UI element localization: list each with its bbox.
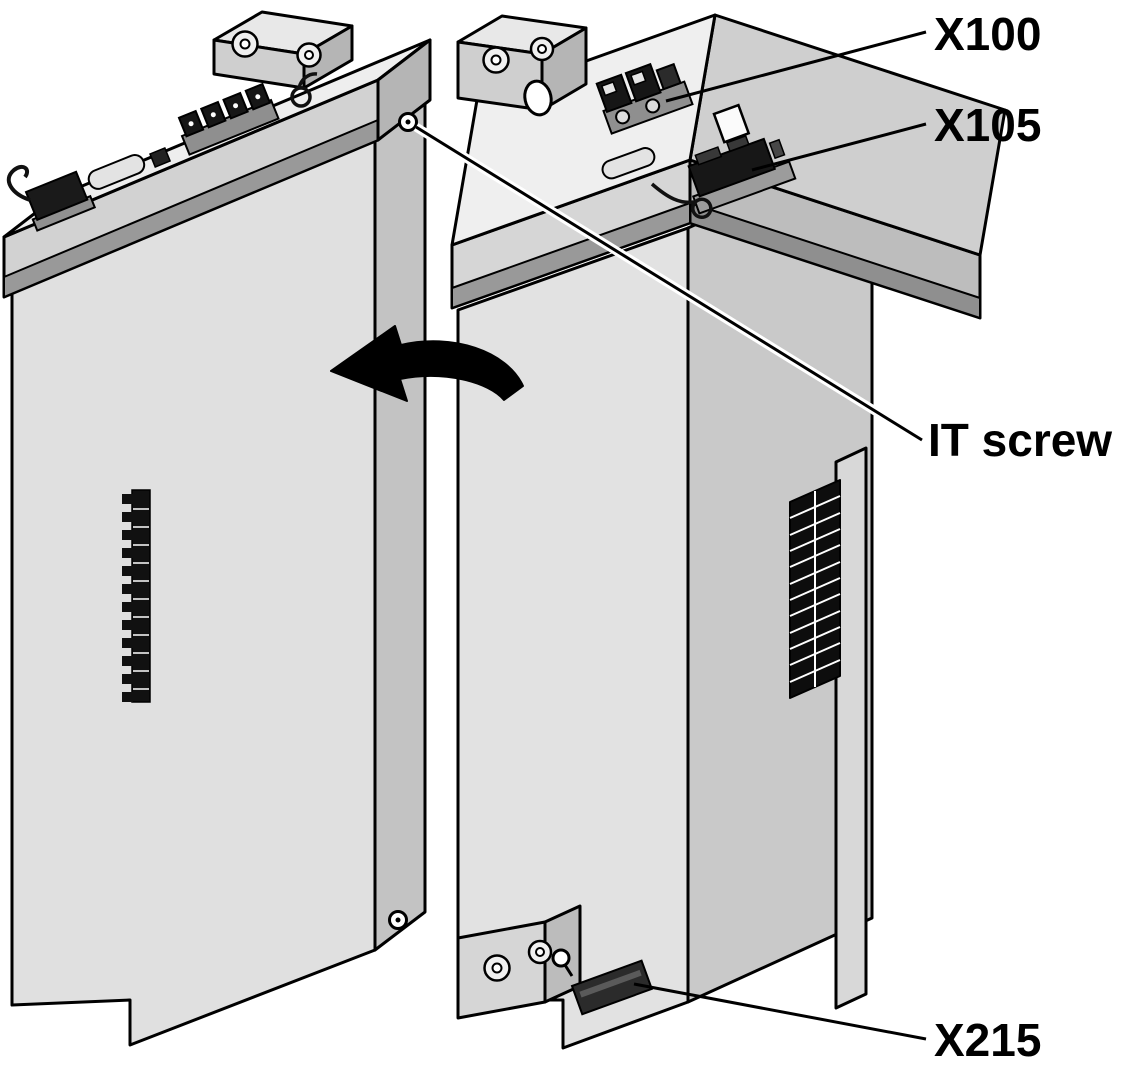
bracket-wire [297,72,318,89]
bracket-screw-center [491,962,503,974]
white-box [712,103,751,144]
strip-separators [133,508,149,690]
bracket-wire-loop [551,948,571,968]
small-box [149,147,172,168]
wire-connector-body [24,170,89,222]
x215-label: X215 [934,1014,1041,1066]
rotation-arrow-icon [330,325,524,402]
right-top-wire [650,182,695,205]
strip-tooth [122,620,133,630]
grid-rows [789,495,841,683]
right-top-white-box [712,103,751,144]
left-mounting-bracket [212,10,354,108]
keyhole [523,79,553,117]
right-top-cylinder [601,147,656,180]
x215-connector [570,959,654,1016]
it-screw-hole-bottom-center [395,917,401,923]
strip-tooth [122,674,133,684]
pin-grid-connector [789,479,841,699]
pin-block-base [180,98,280,156]
it-screw-leader-line [415,125,923,442]
cylinder-body [601,147,656,180]
left-cap-side-face [376,38,432,142]
left-top-wire-connector [24,170,97,232]
bracket-screw-center [490,54,502,66]
it-screw-label: IT screw [928,414,1112,466]
x100-leader-line [665,30,927,103]
left-body-side-face [373,98,427,952]
callouts: X100 X105 IT screw X215 [413,8,1112,1066]
x100-block-cap [600,81,618,97]
x215-leader-line [633,982,927,1041]
x100-side-block [655,62,682,91]
pin-dot [255,94,261,100]
strip-tooth [122,692,133,702]
x105-ridge [694,146,723,166]
left-top-cylinder [87,153,146,190]
x215-stripe [579,969,642,998]
left-top-pin-block [177,82,280,156]
x100-connector [595,62,694,135]
strip-tooth [122,656,133,666]
strip-tooth [122,530,133,540]
x105-pin [768,138,786,160]
bracket-screw-center [537,44,547,54]
x100-label: X100 [934,8,1041,60]
bracket-screw-center [304,50,314,60]
strip-tooth [122,548,133,558]
strip-tooth [122,638,133,648]
bracket-screw-center [535,947,545,957]
cylinder-body [87,153,146,190]
left-module [2,10,432,1047]
x105-leader-line [751,122,927,172]
right-cap-shadow-band [451,202,691,309]
x100-terminal-screw [615,109,631,125]
pin-dot [210,112,216,118]
x105-label: X105 [934,99,1041,151]
right-mounting-bracket [456,14,588,112]
right-side-rail [834,446,868,1010]
strip-tooth [122,494,133,504]
left-top-small-box [149,147,172,168]
strip-tooth [122,584,133,594]
x105-ridge [725,134,750,153]
bracket-wire [563,964,574,977]
x100-terminal-screw [645,98,661,114]
x105-connector [687,134,797,220]
it-screw-hole-top-center [405,119,411,125]
x100-block-cap [630,70,647,86]
right-module [450,13,1007,1050]
strip-tooth [122,512,133,522]
x105-body [687,137,777,198]
left-top-wire [6,165,31,202]
bracket-screw-center [239,38,251,50]
strip-body [131,489,151,703]
bracket-wire-loop [290,86,312,108]
pin-dot [233,103,239,109]
strip-tooth [122,566,133,576]
pin-dot [188,121,194,127]
strip-tooth [122,602,133,612]
x105-wire-loop [691,197,713,220]
left-edge-connector-strip [122,489,151,703]
